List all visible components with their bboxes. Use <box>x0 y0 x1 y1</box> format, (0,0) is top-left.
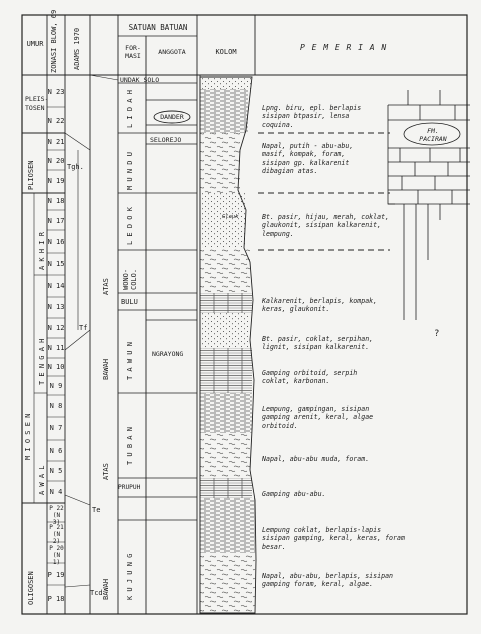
zone-n9: N 9 <box>49 382 63 390</box>
desc-tuban-upper: Lempung, gampingan, sisipan gamping aren… <box>262 405 374 430</box>
member-selorejo: SELOREJO <box>150 136 182 144</box>
adams-te: Te <box>92 506 101 514</box>
zone-n20: N 20 <box>47 157 65 165</box>
desc-mundu: Napal, putih - abu-abu, masif, kompak, f… <box>262 142 354 176</box>
desc-prupuh: Gamping abu-abu. <box>262 490 326 498</box>
header-satuan-batuan: SATUAN BATUAN <box>128 23 188 32</box>
formation-tawun: T A W U N <box>126 342 134 380</box>
zone-n6: N 6 <box>49 447 63 455</box>
epoch-miosen: M I O S E N <box>24 413 32 460</box>
desc-kujung-upper: Lempung coklat, berlapis-lapis sisipan g… <box>262 526 405 551</box>
adams-tcd: Tcd <box>90 589 103 597</box>
desc-kujung-lower: Napal, abu-abu, berlapis, sisipan gampin… <box>262 572 394 589</box>
formation-mundu: M U N D U <box>126 152 134 190</box>
epoch-miosen-awal: A W A L <box>38 465 46 495</box>
formation-lidah: L I D A H <box>126 90 134 128</box>
adams-tf: Tf <box>79 324 88 332</box>
formation-prupuh: PRUPUH <box>118 484 141 491</box>
header-formasi: FOR-MASI <box>125 44 141 60</box>
header-pemerian: P E M E R I A N <box>300 43 388 52</box>
epoch-oligosen: OLIGOSEN <box>27 571 35 605</box>
formation-wonocolo: WONO-COLO. <box>122 268 138 290</box>
zone-n8: N 8 <box>49 402 63 410</box>
epoch-pleistosen: PLEIS-TOSEN <box>25 95 49 112</box>
formation-ledok: L E D O K <box>126 207 134 245</box>
zone-p21: P 21 (N 2) <box>49 524 64 545</box>
zone-n18: N 18 <box>47 197 65 205</box>
desc-tuban-lower: Napal, abu-abu muda, foram. <box>262 455 370 463</box>
zone-p20: P 20 (N 1) <box>49 545 64 566</box>
zone-n4: N 4 <box>49 488 63 496</box>
epoch-miosen-akhir: A K H I R <box>38 232 46 270</box>
zone-n11: N 11 <box>47 344 65 352</box>
zone-n7: N 7 <box>49 424 63 432</box>
zone-n19: N 19 <box>47 177 65 185</box>
facies-question-mark: ? <box>434 329 440 339</box>
adams-tgh: Tgh. <box>67 163 84 171</box>
desc-bulu: Kalkarenit, berlapis, kompak, keras, gla… <box>262 297 378 314</box>
desc-tawun: Gamping orbitoid, serpih coklat, karbona… <box>262 369 358 386</box>
adams-bawah-lower: BAWAH <box>102 578 110 600</box>
zone-n21: N 21 <box>47 138 65 146</box>
desc-ngrayong: Bt. pasir, coklat, serpihan, lignit, sis… <box>262 335 374 352</box>
adams-atas-lower: ATAS <box>102 463 110 480</box>
desc-ledok: Bt. pasir, hijau, merah, coklat, glaukon… <box>262 213 390 238</box>
epoch-miosen-tengah: T E N G A H <box>38 338 46 385</box>
header-umur: UMUR <box>26 40 44 48</box>
column-note-glauk: Glauk <box>222 214 239 220</box>
zone-p18: P 18 <box>47 595 65 603</box>
epoch-pliosen: PLIOSEN <box>27 160 35 190</box>
zone-n22: N 22 <box>47 117 65 125</box>
desc-lidah: Lpng. biru, epl. berlapis sisipan btpasi… <box>262 104 362 129</box>
formation-undak-solo: UNDAK SOLO <box>120 76 160 84</box>
member-dander: DANDER <box>160 113 184 121</box>
zone-n5: N 5 <box>49 467 63 475</box>
zone-n23: N 23 <box>47 88 65 96</box>
adams-atas-upper: ATAS <box>102 278 110 295</box>
member-ngrayong: NGRAYONG <box>152 350 184 358</box>
formation-kujung: K U J U N G <box>126 553 134 600</box>
header-anggota: ANGGOTA <box>158 48 186 56</box>
zone-p19: P 19 <box>47 571 65 579</box>
adams-bawah-upper: BAWAH <box>102 358 110 380</box>
zone-p22: P 22 (N 3) <box>49 505 64 526</box>
header-zonasi: ZONASI BLOW, 69 <box>50 9 58 73</box>
facies-label-paciran: FM. PACIRAN <box>419 127 447 143</box>
zone-n12: N 12 <box>47 324 65 332</box>
zone-n10: N 10 <box>47 363 65 371</box>
formation-bulu: BULU <box>121 298 138 306</box>
zone-n17: N 17 <box>47 217 65 225</box>
zone-n13: N 13 <box>47 303 65 311</box>
formation-tuban: T U B A N <box>126 427 134 465</box>
zone-n14: N 14 <box>47 282 65 290</box>
zone-n15: N 15 <box>47 260 65 268</box>
header-adams: ADAMS 1970 <box>73 27 81 70</box>
header-kolom: KOLOM <box>215 48 237 56</box>
zone-n16: N 16 <box>47 238 65 246</box>
